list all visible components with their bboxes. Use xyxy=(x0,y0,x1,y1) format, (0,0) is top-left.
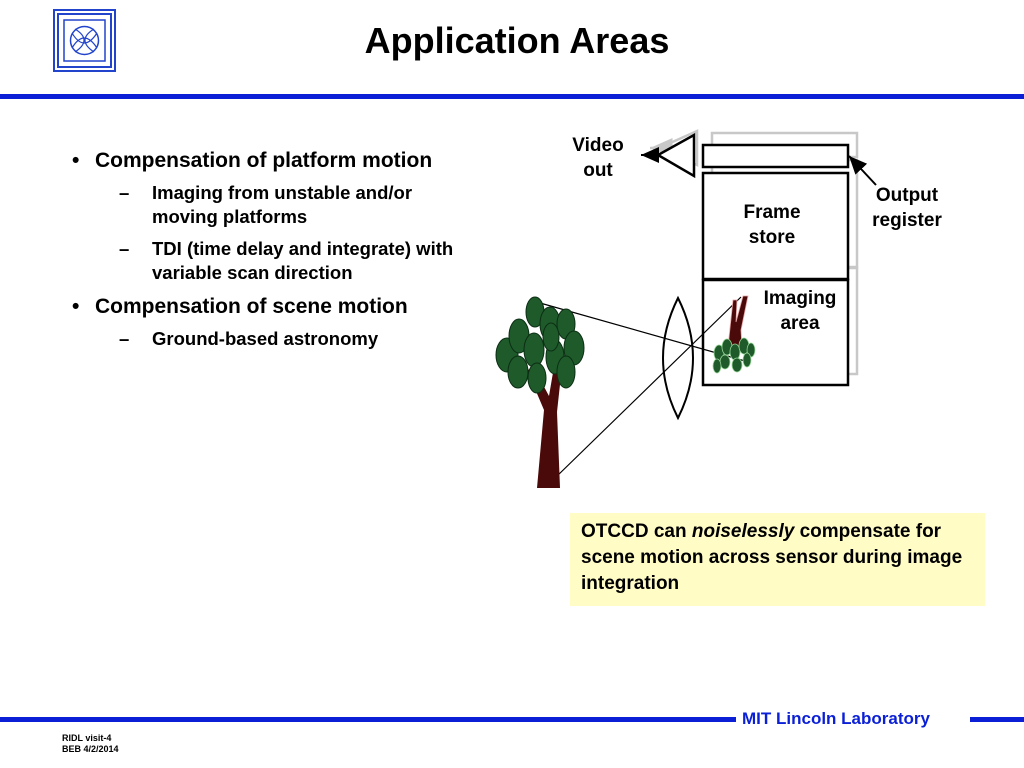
video-out-label: Video out xyxy=(572,135,624,181)
tree-icon xyxy=(495,296,585,488)
sub-bullet-text: TDI (time delay and integrate) with vari… xyxy=(152,238,454,283)
footer-lab-name: MIT Lincoln Laboratory xyxy=(742,709,930,728)
bullet-list: •Compensation of platform motion –Imagin… xyxy=(72,147,472,359)
callout-prefix: OTCCD can xyxy=(581,521,692,542)
footer-doc-id: RIDL visit-4 xyxy=(62,733,112,743)
bullet-text: Compensation of scene motion xyxy=(95,295,408,318)
sub-bullet-item: –Ground-based astronomy xyxy=(119,328,379,349)
imaging-area-label: Imaging area xyxy=(763,288,837,334)
sub-bullet-text: Ground-based astronomy xyxy=(152,328,379,349)
sub-bullet-item: –Imaging from unstable and/or moving pla… xyxy=(119,182,413,227)
tree-image-icon xyxy=(712,295,756,374)
callout-suffix: compensate for scene motion across senso… xyxy=(581,521,963,594)
footer-meta: RIDL visit-4 BEB 4/2/2014 xyxy=(62,733,119,755)
frame-store-label: Frame store xyxy=(743,202,801,248)
mit-ll-logo xyxy=(53,9,116,72)
amplifier-icon xyxy=(655,132,696,179)
bullet-item: •Compensation of platform motion xyxy=(72,149,433,172)
footer-rule-left xyxy=(0,717,736,722)
footer-author-date: BEB 4/2/2014 xyxy=(62,744,119,754)
slide-title: Application Areas xyxy=(364,20,670,61)
bullet-text: Compensation of platform motion xyxy=(95,149,433,172)
sensor xyxy=(701,143,850,387)
output-register-box xyxy=(701,143,850,169)
ray-line xyxy=(554,296,742,479)
sub-bullet-item: –TDI (time delay and integrate) with var… xyxy=(119,238,454,283)
callout-emphasis: noiselessly xyxy=(691,521,795,542)
sub-bullet-text: Imaging from unstable and/or moving plat… xyxy=(152,182,413,227)
output-register-label: Output register xyxy=(872,185,942,231)
output-register-arrow xyxy=(848,155,877,186)
callout-box: OTCCD can noiselessly compensate for sce… xyxy=(570,513,985,606)
footer-rule-right xyxy=(970,717,1024,722)
bullet-item: •Compensation of scene motion xyxy=(72,295,408,318)
title-divider xyxy=(0,94,1024,99)
